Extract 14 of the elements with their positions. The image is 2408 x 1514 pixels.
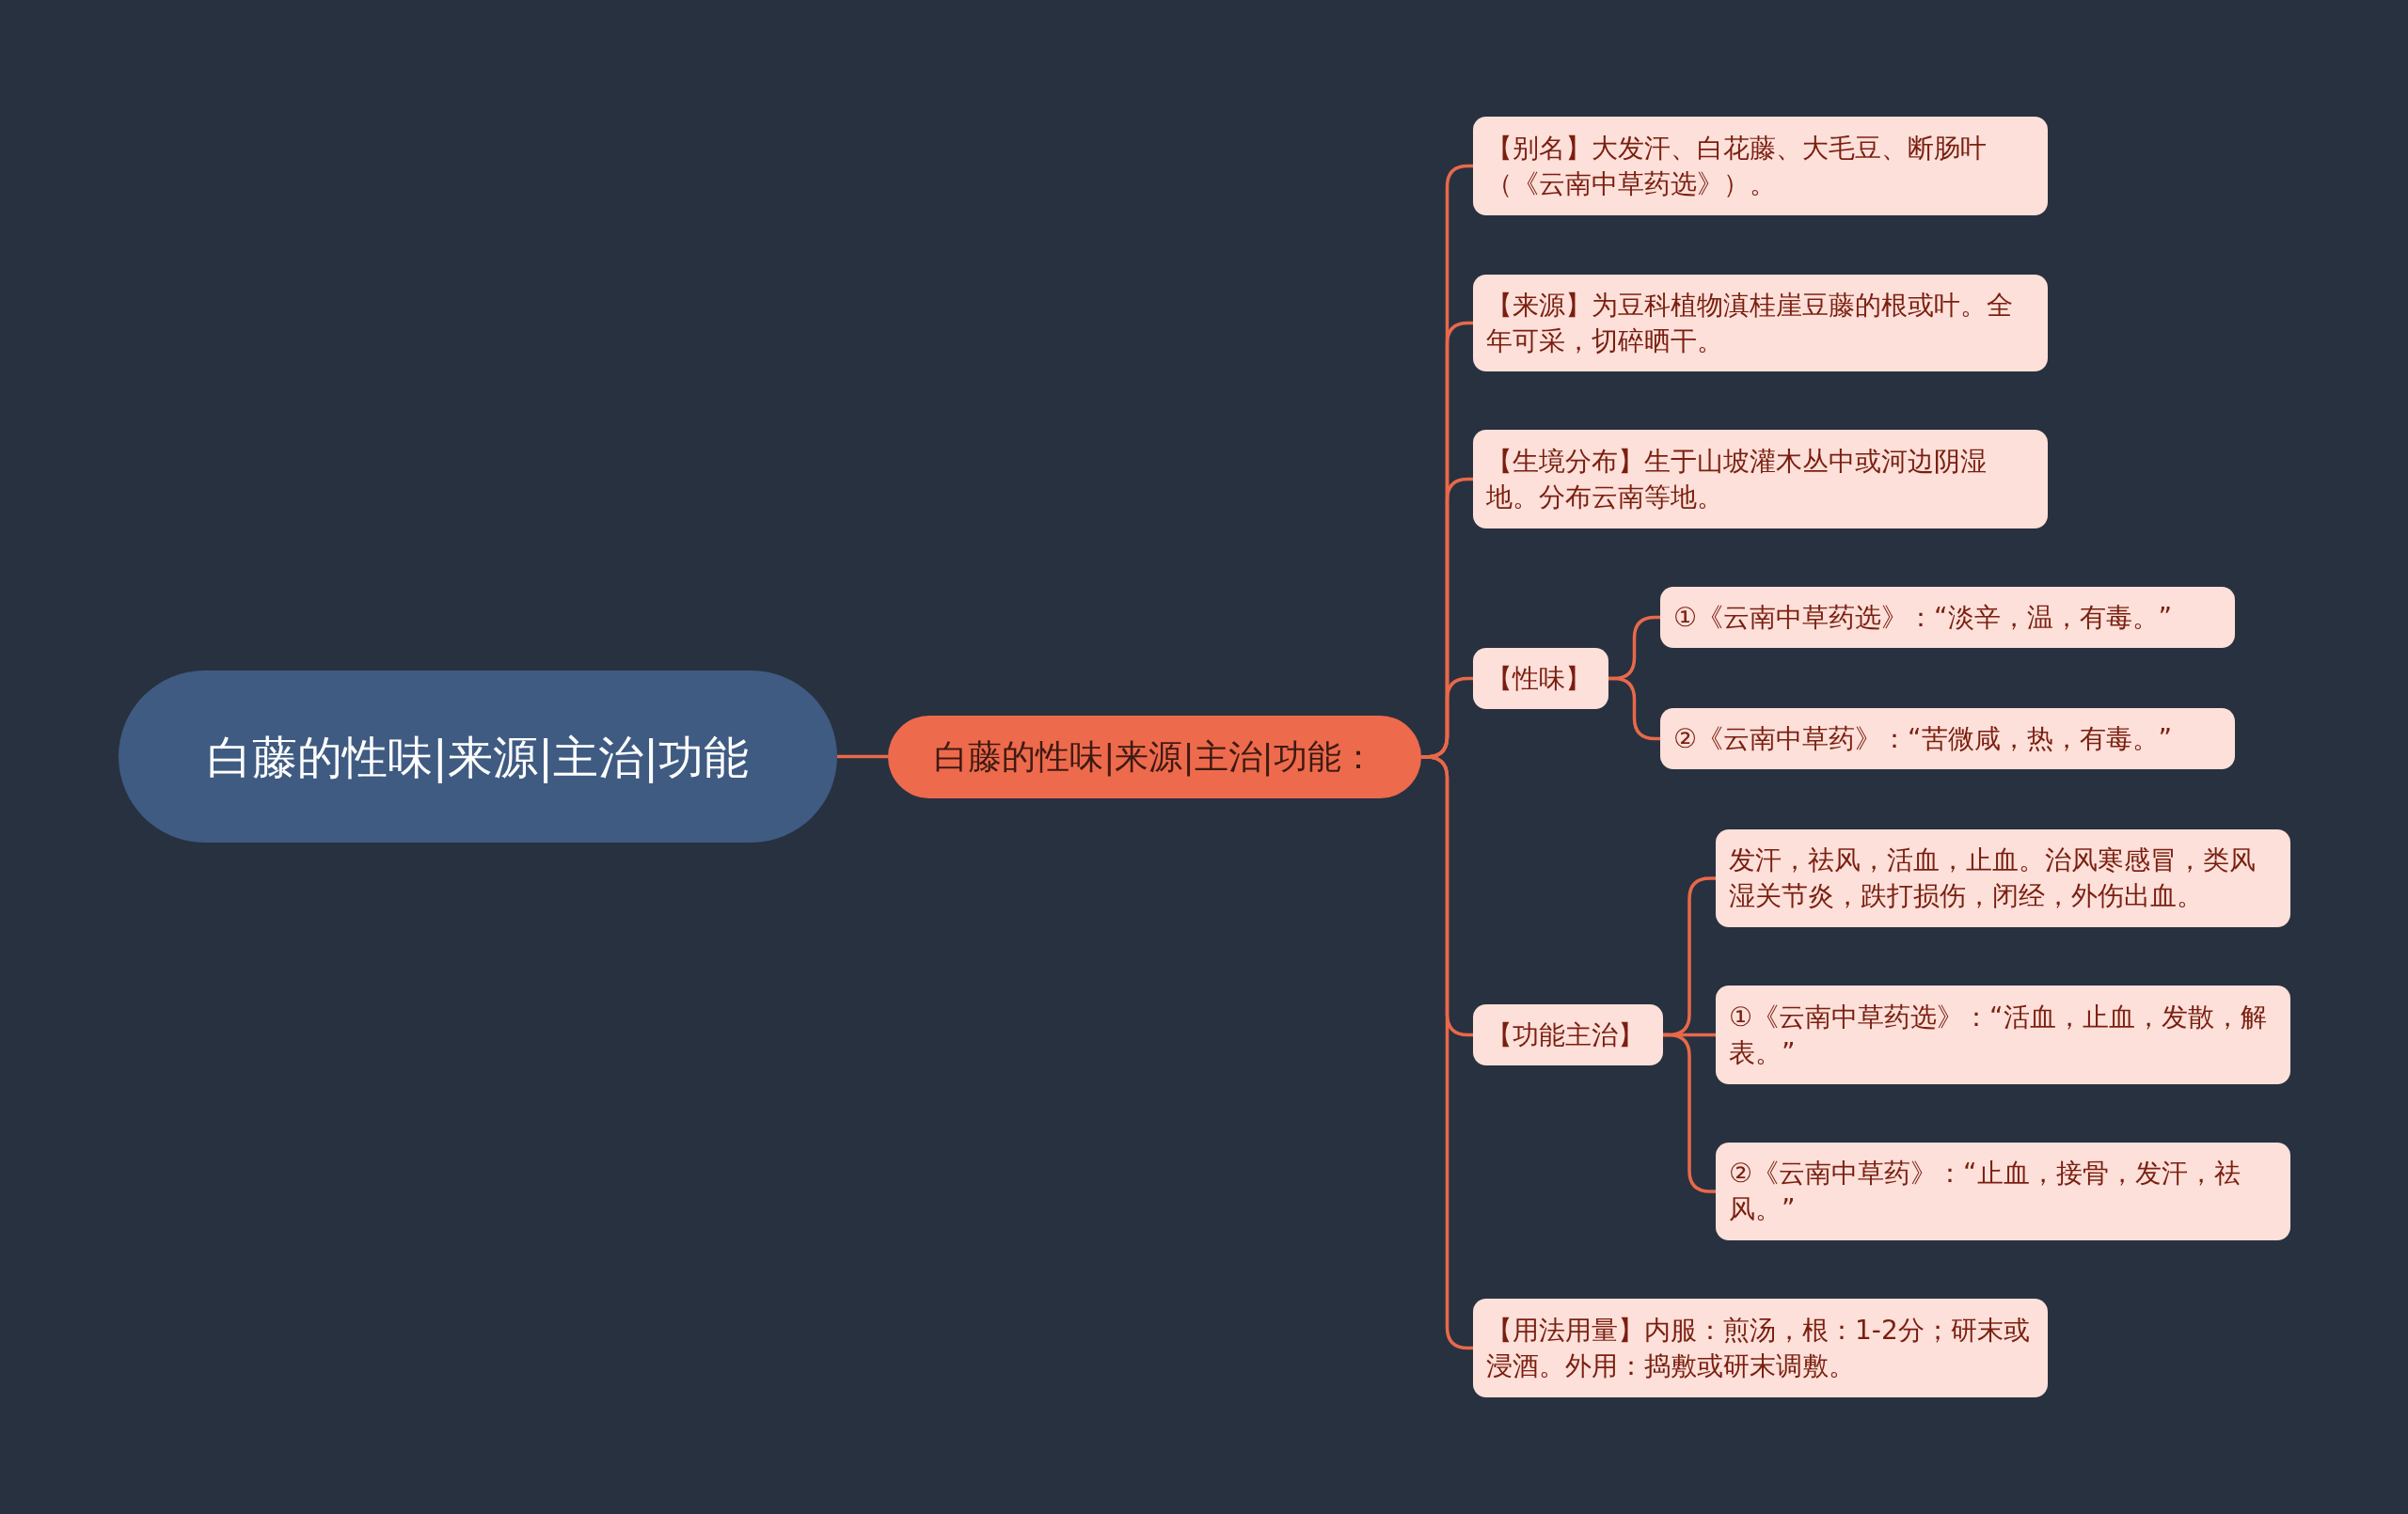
topic-box: ①《云南中草药选》：“淡辛，温，有毒。” [1660, 587, 2235, 648]
topic-box: 【用法用量】内服：煎汤，根：1-2分；研末或浸酒。外用：捣敷或研末调敷。 [1473, 1299, 2048, 1397]
topic-box: ②《云南中草药》：“苦微咸，热，有毒。” [1660, 708, 2235, 769]
topic-box: 【功能主治】 [1473, 1004, 1663, 1065]
topic-box: 【别名】大发汗、白花藤、大毛豆、断肠叶（《云南中草药选》）。 [1473, 117, 2048, 215]
connector-line [837, 754, 888, 759]
topic-box: 【来源】为豆科植物滇桂崖豆藤的根或叶。全年可采，切碎晒干。 [1473, 275, 2048, 371]
topic-box: 发汗，祛风，活血，止血。治风寒感冒，类风湿关节炎，跌打损伤，闭经，外伤出血。 [1716, 829, 2290, 927]
topic-box: ①《云南中草药选》：“活血，止血，发散，解表。” [1716, 986, 2290, 1084]
main-topic: 白藤的性味|来源|主治|功能： [888, 716, 1421, 798]
topic-box: 【性味】 [1473, 648, 1608, 709]
topic-box: 【生境分布】生于山坡灌木丛中或河边阴湿地。分布云南等地。 [1473, 430, 2048, 528]
topic-box: ②《云南中草药》：“止血，接骨，发汗，祛风。” [1716, 1143, 2290, 1240]
central-topic: 白藤的性味|来源|主治|功能 [119, 670, 837, 843]
